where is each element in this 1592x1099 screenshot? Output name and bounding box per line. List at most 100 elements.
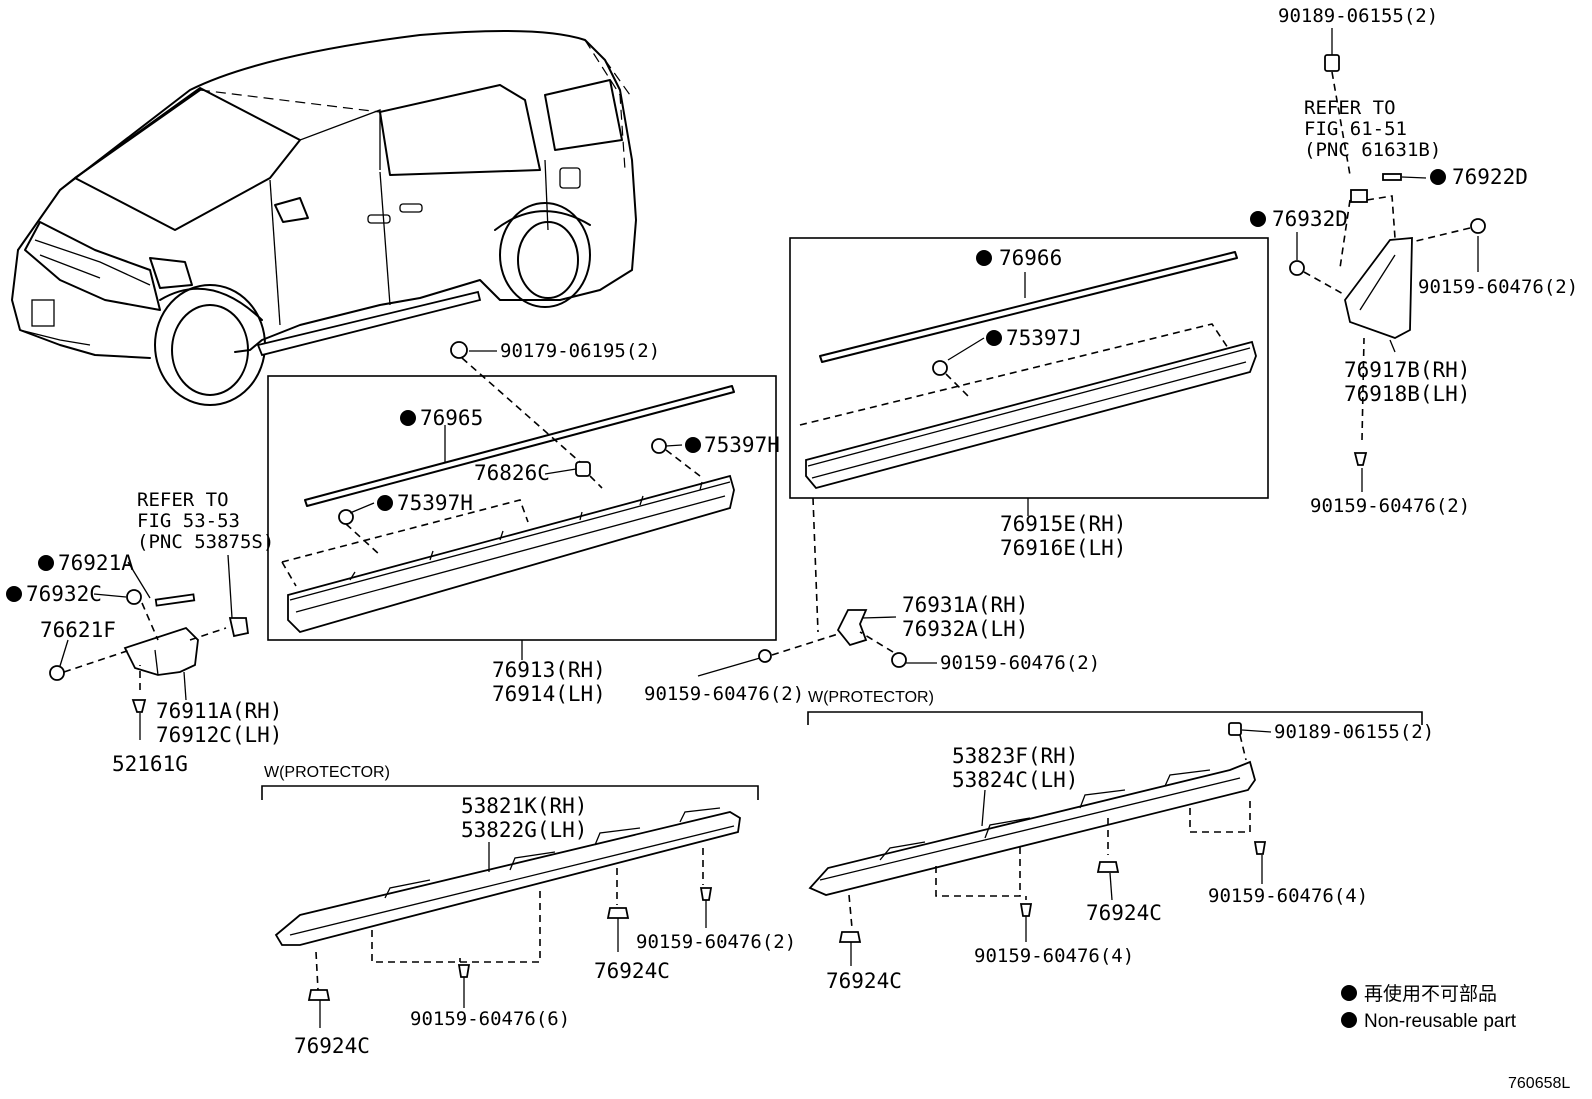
label-p14b: 76916E(LH) [1000, 536, 1126, 560]
non-reusable-dot [1430, 169, 1446, 185]
label-p21a: 76931A(RH) [902, 593, 1028, 617]
screw-90179-icon [450, 341, 468, 359]
front-mudguard [123, 626, 199, 676]
protector-bracket-left [261, 785, 759, 800]
label-p14a: 76915E(RH) [1000, 512, 1126, 536]
part-labels: 90189-06155(2) 76922D 76932D 90159-60476… [26, 5, 1578, 1058]
clip-76924c-icon-3 [606, 907, 630, 919]
label-p2: 76922D [1452, 165, 1528, 189]
label-p20a: 76913(RH) [492, 658, 606, 682]
label-p19: 52161G [112, 752, 188, 776]
rear-mudguard [1344, 237, 1413, 339]
label-p15: 76921A [58, 551, 134, 575]
label-p4: 90159-60476(2) [1418, 276, 1578, 298]
label-p28: 76924C [1086, 901, 1162, 925]
label-p23: 90159-60476(2) [644, 683, 804, 705]
nut-90189-icon [1324, 54, 1340, 72]
legend-dot-en [1341, 1012, 1357, 1028]
rocker-molding-front [281, 385, 735, 634]
refer-note-2-line-1: REFER TO [137, 489, 229, 511]
legend: 再使用不可部品 Non-reusable part [1341, 983, 1517, 1032]
label-p18b: 76912C(LH) [156, 723, 282, 747]
label-p7a: 76917B(RH) [1344, 358, 1470, 382]
clip-76922d-icon [1350, 189, 1368, 203]
non-reusable-dot [400, 410, 416, 426]
label-p18a: 76911A(RH) [156, 699, 282, 723]
strip-76922d-icon [1382, 173, 1402, 181]
label-p10: 76965 [420, 406, 483, 430]
screw-90159-icon [1470, 218, 1486, 234]
label-p6: 75397J [1006, 326, 1082, 350]
non-reusable-dot [685, 437, 701, 453]
clip-53875s-icon [228, 617, 250, 638]
label-p25b: 53824C(LH) [952, 768, 1078, 792]
label-p22: 90159-60476(2) [940, 652, 1100, 674]
non-reusable-dot [6, 586, 22, 602]
clip-76826c-icon [575, 461, 591, 477]
label-p26a: 53821K(RH) [461, 794, 587, 818]
non-reusable-dot [377, 495, 393, 511]
label-p29: 90159-60476(2) [636, 931, 796, 953]
clip-75397j-icon [932, 360, 948, 376]
non-reusable-dot [1250, 211, 1266, 227]
clip-76924c-icon-4 [307, 989, 331, 1001]
refer-note-1-line-1: REFER TO [1304, 97, 1396, 119]
label-p33: 90159-60476(4) [974, 945, 1134, 967]
protector-rear [808, 760, 1256, 896]
screw-90159-icon-2 [1353, 452, 1368, 466]
label-p27: 90159-60476(4) [1208, 885, 1368, 907]
refer-note-1-line-3: (PNC 61631B) [1304, 139, 1441, 161]
label-p1: 90189-06155(2) [1278, 5, 1438, 27]
clip-76924c-icon [1096, 861, 1120, 873]
clip-76932c-icon [126, 589, 142, 605]
label-p5: 76966 [999, 246, 1062, 270]
label-p21b: 76932A(LH) [902, 617, 1028, 641]
label-p13: 75397H [704, 433, 780, 457]
refer-note-2-line-2: FIG 53-53 [137, 510, 240, 532]
label-p31: 90159-60476(6) [410, 1008, 570, 1030]
legend-dot-jp [1341, 985, 1357, 1001]
protector-note-right: W(PROTECTOR) [808, 689, 934, 706]
screw-76621f-icon [49, 665, 65, 681]
label-p12: 76826C [474, 461, 550, 485]
protector-front [274, 807, 741, 946]
label-p17: 76621F [40, 618, 116, 642]
screw-90159-icon-4 [891, 652, 907, 668]
label-p20b: 76914(LH) [492, 682, 606, 706]
legend-text-en: Non-reusable part [1364, 1011, 1517, 1032]
label-p3: 76932D [1272, 207, 1348, 231]
non-reusable-dot [986, 330, 1002, 346]
label-p7b: 76918B(LH) [1344, 382, 1470, 406]
nut-90189-icon-2 [1228, 722, 1242, 736]
label-p30: 76924C [594, 959, 670, 983]
non-reusable-dot [38, 555, 54, 571]
screw-90159-icon-8 [457, 964, 471, 978]
refer-note-2-line-3: (PNC 53875S) [137, 531, 274, 553]
assembly-box-76915e [789, 237, 1269, 499]
protector-note-left: W(PROTECTOR) [264, 764, 390, 781]
label-p9: 90179-06195(2) [500, 340, 660, 362]
label-p34: 76924C [826, 969, 902, 993]
label-p32: 76924C [294, 1034, 370, 1058]
label-p16: 76932C [26, 582, 102, 606]
clip-52161g-icon [131, 699, 147, 713]
screw-90159-icon-5 [1019, 903, 1033, 917]
notes: REFER TO FIG 61-51 (PNC 61631B) REFER TO… [137, 97, 1441, 781]
protector-bracket-right [807, 711, 1423, 725]
vehicle-illustration [11, 30, 637, 406]
figure-id: 760658L [1508, 1075, 1570, 1092]
screw-90159-icon-7 [699, 887, 713, 901]
label-p24: 90189-06155(2) [1274, 721, 1434, 743]
leader-lines [59, 28, 1479, 1028]
strip-76921a-icon [154, 593, 196, 607]
clip-76924c-icon-2 [838, 931, 862, 943]
clip-75397h-icon-2 [651, 438, 667, 454]
refer-note-1-line-2: FIG 61-51 [1304, 118, 1407, 140]
clip-76932d-icon [1289, 260, 1305, 276]
screw-90159-icon-6 [1253, 841, 1267, 855]
label-p8: 90159-60476(2) [1310, 495, 1470, 517]
non-reusable-dot [976, 250, 992, 266]
screw-90159-icon-3 [758, 649, 772, 663]
bracket-76931a [836, 609, 868, 647]
